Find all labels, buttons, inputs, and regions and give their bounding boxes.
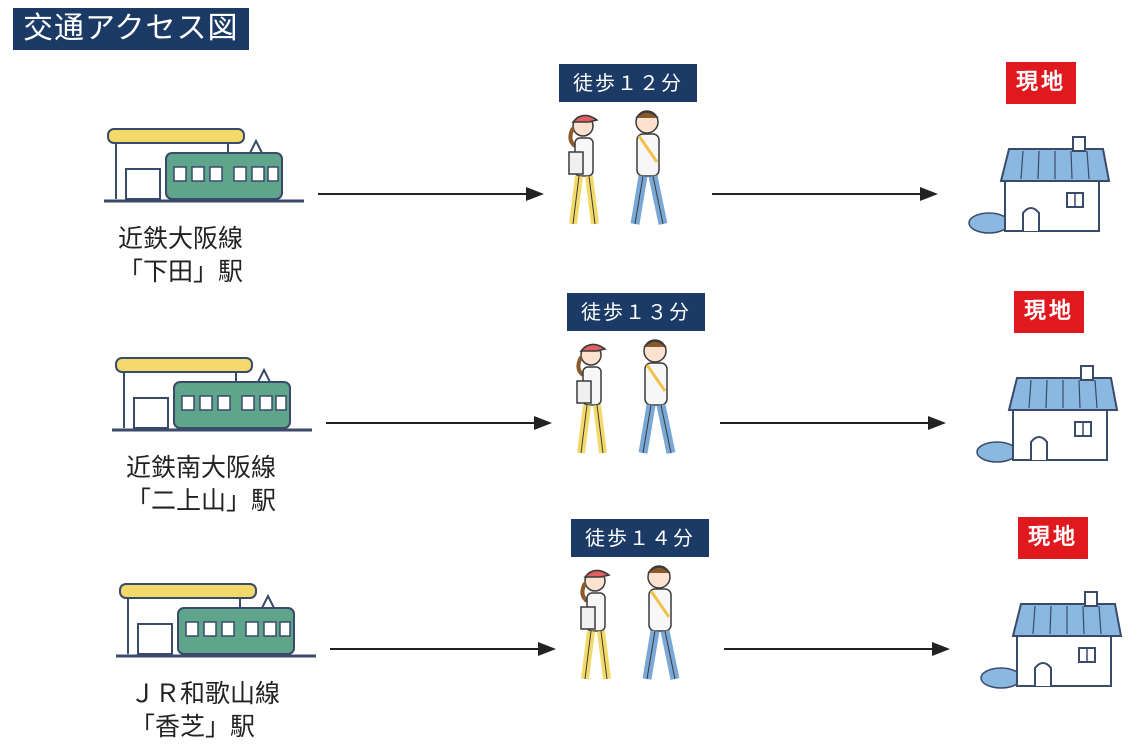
site-badge: 現地 (1006, 62, 1077, 104)
arrow-walk-to-site (712, 187, 938, 201)
house-icon (968, 136, 1111, 234)
walk-time-badge: 徒歩１３分 (567, 293, 705, 331)
station-name: 近鉄大阪線 「下田」駅 (118, 222, 243, 288)
station-name: ＪＲ和歌山線 「香芝」駅 (130, 677, 280, 743)
site-badge: 現地 (1018, 517, 1089, 559)
arrow-walk-to-site (724, 642, 950, 656)
station-name: 近鉄南大阪線 「二上山」駅 (126, 451, 276, 517)
station-label: 「二上山」駅 (126, 486, 277, 515)
site-badge: 現地 (1014, 291, 1085, 333)
station-train-icon (104, 128, 304, 203)
station-train-icon (116, 583, 316, 658)
access-route: 近鉄大阪線 「下田」駅 徒歩１２分 現地 (0, 0, 1146, 286)
arrow-station-to-walk (318, 187, 544, 201)
walk-time-badge: 徒歩１４分 (571, 519, 709, 557)
station-line-name: 近鉄大阪線 (118, 224, 244, 253)
station-train-icon (112, 357, 312, 432)
station-line-name: 近鉄南大阪線 (126, 453, 277, 482)
station-label: 「下田」駅 (118, 257, 244, 286)
station-label: 「香芝」駅 (130, 712, 256, 741)
arrow-walk-to-site (720, 416, 946, 430)
access-route: ＪＲ和歌山線 「香芝」駅 徒歩１４分 現地 (12, 455, 1146, 741)
house-icon (980, 591, 1123, 689)
arrow-station-to-walk (326, 416, 552, 430)
walking-people-icon (568, 110, 668, 225)
access-route: 近鉄南大阪線 「二上山」駅 徒歩１３分 現地 (8, 229, 1146, 515)
walking-people-icon (576, 339, 676, 454)
walk-time-badge: 徒歩１２分 (559, 64, 697, 102)
arrow-station-to-walk (330, 642, 556, 656)
walking-people-icon (580, 565, 680, 680)
page-title: 交通アクセス図 (13, 8, 249, 50)
house-icon (976, 365, 1119, 463)
station-line-name: ＪＲ和歌山線 (130, 679, 281, 708)
